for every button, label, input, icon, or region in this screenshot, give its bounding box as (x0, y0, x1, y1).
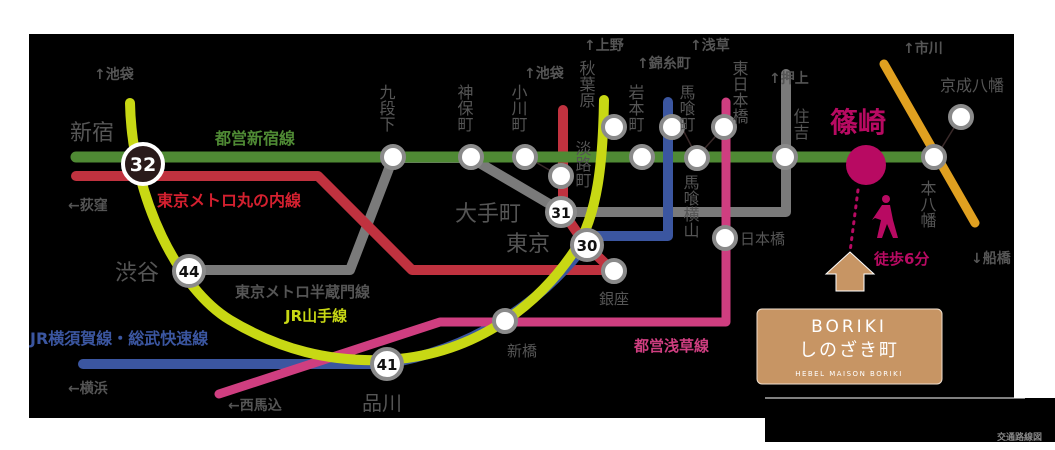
station-jimbocho[interactable] (458, 144, 484, 170)
label-iwamotocho: 岩本町 (626, 84, 645, 132)
label-shinozaki: 篠崎 (830, 106, 886, 139)
station-shibuya-marker[interactable]: 44 (172, 254, 206, 288)
label-yamanote: JR山手線 (284, 307, 347, 325)
label-toei-shinjuku: 都営新宿線 (214, 129, 295, 148)
station-kudanshita[interactable] (380, 144, 406, 170)
minutes-tokyo: 30 (577, 237, 598, 255)
station-higashinihombashi[interactable] (711, 114, 737, 140)
dir-asakusa: ↑浅草 (690, 37, 730, 54)
station-iwamotocho[interactable] (629, 144, 655, 170)
label-jimbocho: 神保町 (455, 84, 474, 132)
label-bakuroyokoyama: 馬喰横山 (681, 174, 700, 238)
station-ginza[interactable] (601, 258, 627, 284)
station-keiseiyawata[interactable] (948, 104, 974, 130)
line-keisei (879, 59, 980, 228)
station-bakurocho[interactable] (659, 114, 685, 140)
dir-yokohama: ←横浜 (68, 380, 108, 397)
station-ogawamachi[interactable] (512, 144, 538, 170)
label-ginza: 銀座 (599, 290, 629, 308)
property-arrow-icon (824, 251, 876, 292)
label-shinjuku: 新宿 (70, 121, 114, 146)
label-marunouchi: 東京メトロ丸の内線 (157, 191, 301, 210)
minutes-otemachi: 31 (551, 206, 570, 222)
minutes-shinjuku: 32 (130, 154, 156, 176)
dir-oshiage: ↑押上 (769, 70, 809, 87)
label-otemachi: 大手町 (455, 202, 521, 227)
label-motoyawata: 本八幡 (918, 180, 937, 228)
station-shinjuku-marker[interactable]: 32 (121, 142, 165, 186)
dir-kinshicho: ↑錦糸町 (637, 55, 691, 72)
dir-ueno: ↑上野 (584, 38, 624, 54)
property-brand: HEBEL MAISON BORIKI (795, 370, 903, 378)
label-hanzomon: 東京メトロ半蔵門線 (235, 283, 370, 301)
label-ogawamachi: 小川町 (509, 84, 528, 132)
dir-ichikawa: ↑市川 (903, 40, 943, 57)
station-markers (380, 104, 974, 334)
label-nihombashi: 日本橋 (740, 230, 785, 248)
minutes-shinagawa: 41 (377, 356, 398, 374)
label-higashinihombashi: 東日本橋 (730, 60, 749, 125)
label-shibuya: 渋谷 (115, 261, 159, 286)
property-name-jp: しのざき町 (799, 339, 899, 361)
walk-path (848, 188, 860, 254)
walking-person-icon (872, 195, 898, 238)
property-badge[interactable] (756, 308, 943, 385)
property-name-en: BORIKI (811, 317, 887, 337)
dir-ikebukuro-2: ↑池袋 (524, 65, 565, 82)
label-shinagawa: 品川 (362, 391, 402, 415)
dir-ikebukuro-1: ↑池袋 (94, 66, 135, 83)
label-keiseiyawata: 京成八幡 (940, 76, 1004, 95)
caption-strip (765, 398, 1055, 442)
minutes-shibuya: 44 (179, 263, 200, 281)
label-kudanshita: 九段下 (377, 84, 396, 132)
station-shimbashi[interactable] (492, 308, 518, 334)
station-sumiyoshi[interactable] (772, 144, 798, 170)
station-awajicho[interactable] (548, 163, 574, 189)
station-motoyawata[interactable] (921, 144, 947, 170)
dir-funabashi: ↓船橋 (971, 250, 1012, 267)
label-bakurocho: 馬喰町 (677, 84, 696, 132)
station-nihombashi[interactable] (712, 225, 738, 251)
station-tokyo-marker[interactable]: 30 (570, 228, 604, 262)
dir-ogikubo: ←荻窪 (68, 197, 108, 214)
shinozaki-station-marker[interactable] (846, 145, 886, 185)
station-shinagawa-marker[interactable]: 41 (370, 347, 404, 381)
walk-time: 徒歩6分 (873, 250, 929, 268)
label-sumiyoshi: 住吉 (791, 108, 810, 140)
dir-nishimagome: ←西馬込 (228, 397, 282, 414)
label-yokosuka-sobu: JR横須賀線・総武快速線 (29, 329, 208, 348)
label-akihabara: 秋葉原 (577, 60, 596, 108)
label-tokyo: 東京 (506, 232, 550, 257)
label-shimbashi: 新橋 (507, 342, 537, 360)
label-asakusa: 都営浅草線 (633, 337, 709, 355)
map-caption: 交通路線図 (997, 431, 1042, 443)
label-awajicho: 淡路町 (573, 140, 592, 188)
station-bakuroyokoyama[interactable] (684, 145, 710, 171)
station-otemachi-marker[interactable]: 31 (545, 196, 577, 228)
station-akihabara[interactable] (601, 114, 627, 140)
